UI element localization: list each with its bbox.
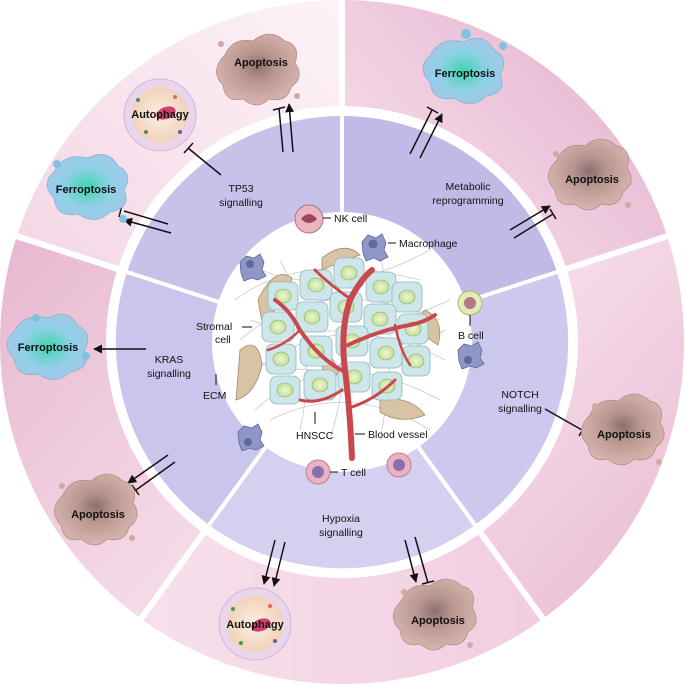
kras-ferroptosis-label: Ferroptosis <box>18 342 79 354</box>
metabolic-label-1: Metabolic <box>446 181 491 193</box>
blood-vessel-label: Blood vessel <box>368 429 428 441</box>
tp53-ferroptosis-label: Ferroptosis <box>56 184 117 196</box>
ferroptosis-cell-metabolic: Ferroptosis <box>422 29 507 104</box>
kras-label-1: KRAS <box>155 354 184 366</box>
nk-cell-label: NK cell <box>334 213 367 225</box>
nk-cell: NK cell <box>294 204 367 234</box>
ferroptosis-cell-kras: Ferroptosis <box>6 314 90 380</box>
ecm-label: ECM <box>203 390 226 402</box>
apoptosis-cell-kras: Apoptosis <box>54 473 138 546</box>
hnscc-label: HNSCC <box>296 430 334 442</box>
hypoxia-autophagy-label: Autophagy <box>226 619 284 631</box>
arrow-metabolic-apoptosis-promote <box>509 205 551 231</box>
tp53-apoptosis-label: Apoptosis <box>234 57 288 69</box>
arrows <box>93 103 587 587</box>
kras-label-2: signalling <box>147 368 191 380</box>
metabolic-apoptosis-label: Apoptosis <box>565 174 619 186</box>
pathway-notch: NOTCH signalling <box>498 389 542 415</box>
b-cell: B cell <box>457 290 484 342</box>
macrophage: Macrophage <box>361 233 458 262</box>
macrophage-label: Macrophage <box>399 238 458 250</box>
tp53-autophagy-label: Autophagy <box>131 109 189 121</box>
hypoxia-apoptosis-label: Apoptosis <box>411 615 465 627</box>
arrow-metabolic-apoptosis-inhibit <box>513 213 554 239</box>
arrow-tp53-apoptosis-inhibit <box>278 107 284 153</box>
stromal-cell-callout: Stromal cell <box>196 321 252 346</box>
t-cell-extra <box>386 452 412 478</box>
arrow-tp53-autophagy-inhibit <box>187 147 222 176</box>
pathway-kras: KRAS signalling <box>147 354 191 380</box>
hypoxia-label-1: Hypoxia <box>322 513 360 525</box>
arrow-metabolic-ferroptosis-promote <box>419 113 443 159</box>
arrow-tp53-apoptosis-promote <box>285 103 295 153</box>
autophagy-cell-hypoxia: Autophagy <box>218 587 292 661</box>
apoptosis-cell-tp53: Apoptosis <box>216 33 300 106</box>
metabolic-label-2: reprogramming <box>432 195 503 207</box>
t-cell: T cell <box>305 459 366 485</box>
apoptosis-cell-hypoxia: Apoptosis <box>393 578 477 651</box>
arrow-hypoxia-apoptosis-inhibit <box>414 536 429 584</box>
pathway-hypoxia: Hypoxia signalling <box>319 513 363 539</box>
metabolic-ferroptosis-label: Ferroptosis <box>435 68 496 80</box>
kras-apoptosis-label: Apoptosis <box>71 509 125 521</box>
arrow-notch-apoptosis-inhibit <box>544 408 583 431</box>
blood-vessel-callout: Blood vessel <box>355 429 428 441</box>
arrow-tp53-ferroptosis-inhibit <box>123 210 169 225</box>
stromal-cell-label-1: Stromal <box>196 321 232 333</box>
hnscc-callout: HNSCC <box>296 412 334 442</box>
notch-label-1: NOTCH <box>501 389 538 401</box>
notch-apoptosis-label: Apoptosis <box>597 429 651 441</box>
arrow-hypoxia-apoptosis-promote <box>404 539 419 583</box>
arrow-kras-apoptosis-inhibit <box>135 461 176 491</box>
arrow-hypoxia-autophagy-1 <box>261 539 276 585</box>
ferroptosis-cell-tp53: Ferroptosis <box>46 154 129 223</box>
hypoxia-label-2: signalling <box>319 527 363 539</box>
macrophage-cells <box>237 253 485 452</box>
tp53-label-1: TP53 <box>228 183 253 195</box>
tp53-label-2: signalling <box>219 197 263 209</box>
pathway-tp53: TP53 signalling <box>219 183 263 209</box>
autophagy-cell-tp53: Autophagy <box>123 78 197 152</box>
blood-vessel <box>266 267 437 461</box>
t-cell-label: T cell <box>341 467 366 479</box>
ecm-callout: ECM <box>203 374 226 402</box>
apoptosis-cell-notch: Apoptosis <box>581 393 665 466</box>
notch-label-2: signalling <box>498 403 542 415</box>
arrow-kras-apoptosis-promote <box>127 454 169 484</box>
arrow-tp53-ferroptosis-promote <box>123 217 172 234</box>
b-cell-label: B cell <box>458 330 484 342</box>
tumor-microenvironment <box>212 212 485 478</box>
stromal-cell-label-2: cell <box>215 334 231 346</box>
pathway-metabolic: Metabolic reprogramming <box>432 181 503 207</box>
arrow-hypoxia-autophagy-2 <box>271 541 286 587</box>
arrow-metabolic-ferroptosis-inhibit <box>409 109 433 155</box>
apoptosis-cell-metabolic: Apoptosis <box>548 138 632 211</box>
